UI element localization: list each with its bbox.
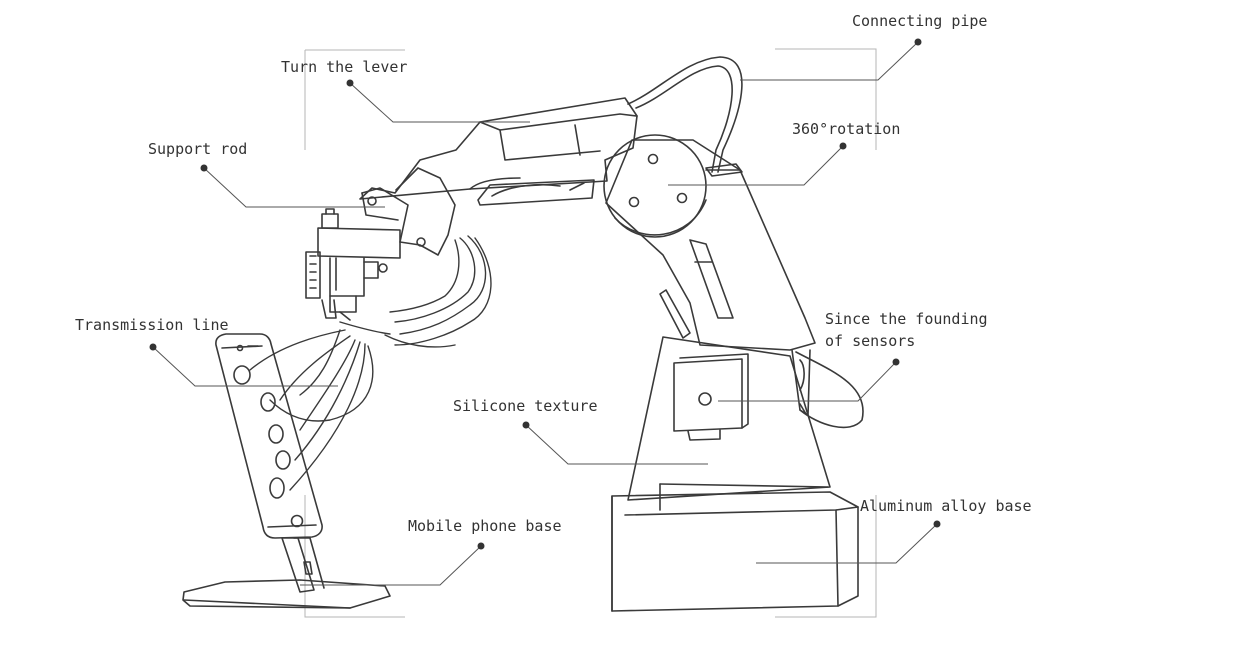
leader-silicone-texture [525,424,708,465]
leader-sensors [718,361,897,402]
bracket-lines [304,48,877,618]
mobile-phone-shape [215,333,323,539]
leader-transmission-line [152,346,338,387]
label-360-rotation: 360°rotation [792,120,900,138]
cable-bundle-shape [249,235,492,491]
callout-dots [149,38,941,550]
label-silicone-texture: Silicone texture [453,397,598,415]
label-connecting-pipe: Connecting pipe [852,12,987,30]
label-sensors-line2: of sensors [825,332,915,350]
dot-connecting-pipe [914,38,922,46]
connecting-pipe-shape [627,56,864,429]
callout-labels: Connecting pipe Turn the lever 360°rotat… [75,12,1032,535]
leader-aluminum-base [756,523,938,564]
silicone-body-shape [627,336,831,511]
dot-360-rotation [839,142,847,150]
dot-aluminum-base [933,520,941,528]
leader-turn-the-lever [349,82,530,123]
robot-arm-drawing [182,56,864,612]
support-rod-shape [305,167,456,321]
label-sensors-line1: Since the founding [825,310,988,328]
dot-sensors [892,358,900,366]
leader-360-rotation [668,145,844,186]
dot-turn-the-lever [346,79,354,87]
leader-connecting-pipe [740,41,919,81]
dot-mobile-phone-base [477,542,485,550]
forearm-shape [359,97,638,206]
leader-support-rod [203,167,385,208]
callout-leaders [152,41,938,586]
label-support-rod: Support rod [148,140,247,158]
dot-transmission-line [149,343,157,351]
label-turn-the-lever: Turn the lever [281,58,407,76]
dot-silicone-texture [522,421,530,429]
label-transmission-line: Transmission line [75,316,229,334]
phone-stand-shape [182,537,391,609]
aluminum-base-shape [611,491,859,612]
dot-support-rod [200,164,208,172]
label-aluminum-base: Aluminum alloy base [860,497,1032,515]
motor-shape [673,353,749,441]
leader-mobile-phone-base [300,545,482,586]
label-mobile-phone-base: Mobile phone base [408,517,562,535]
upper-arm-shape [605,139,816,416]
rotation-joint-shape [603,134,707,238]
